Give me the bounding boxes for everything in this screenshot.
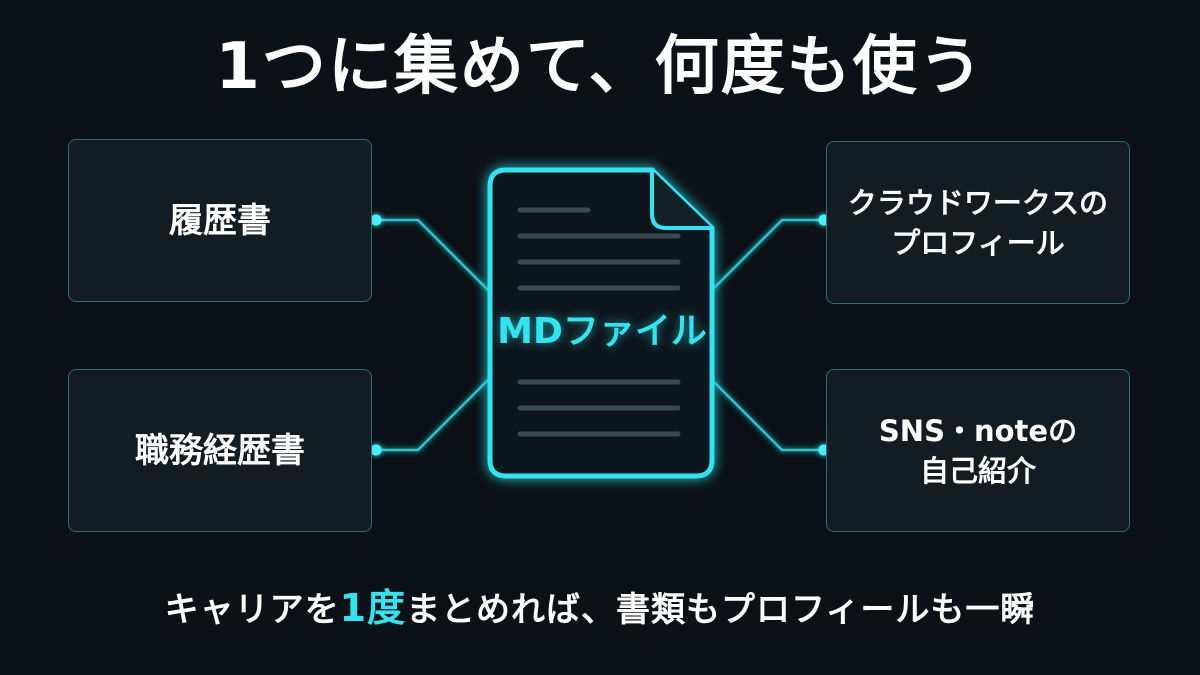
output-card-crowdworks-line2: プロフィール xyxy=(891,225,1065,260)
output-card-work-history-label: 職務経歴書 xyxy=(135,430,305,471)
connector-left-top xyxy=(376,218,491,293)
tagline: キャリアを1度まとめれば、書類もプロフィールも一瞬 xyxy=(0,584,1200,634)
tagline-after: まとめれば、書類もプロフィールも一瞬 xyxy=(406,590,1036,630)
tagline-accent: 1度 xyxy=(339,586,407,630)
output-card-sns-line2: 自己紹介 xyxy=(919,453,1036,488)
connector-right-top xyxy=(711,218,824,291)
document-text-lines xyxy=(517,207,681,437)
connector-right-bottom xyxy=(711,379,824,452)
md-file-label: MDファイル xyxy=(497,311,707,352)
output-card-sns-line1: SNS・noteの xyxy=(878,413,1078,448)
tagline-before: キャリアを xyxy=(164,590,340,630)
output-card-resume: 履歴書 xyxy=(68,139,372,302)
output-card-sns-intro: SNS・noteの 自己紹介 xyxy=(826,369,1130,532)
output-card-resume-label: 履歴書 xyxy=(169,200,271,241)
output-card-crowdworks-line1: クラウドワークスの xyxy=(847,185,1109,220)
connector-dot-left-bottom xyxy=(370,444,382,456)
document-icon xyxy=(487,167,715,479)
connector-dot-left-top xyxy=(370,214,382,226)
connector-left-bottom xyxy=(376,377,491,452)
output-card-crowdworks-profile: クラウドワークスの プロフィール xyxy=(826,141,1130,304)
connector-lines xyxy=(376,218,824,452)
output-card-work-history: 職務経歴書 xyxy=(68,369,372,532)
page-title: 1つに集めて、何度も使う xyxy=(215,30,985,104)
